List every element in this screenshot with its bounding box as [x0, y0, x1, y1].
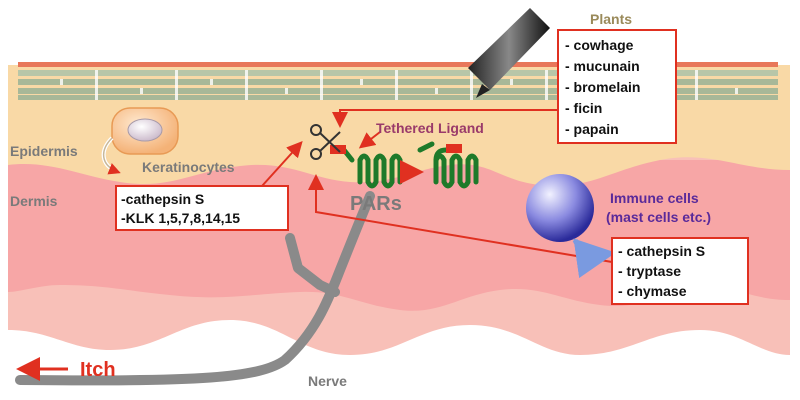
keratinocyte-protease-box [115, 185, 289, 231]
itch-label: Itch [80, 359, 116, 381]
pars-label: PARs [350, 193, 402, 215]
immune-pointer-arrow [572, 238, 616, 279]
plant-protease-4: - ficin [565, 100, 602, 116]
immune-cell-icon [526, 174, 594, 242]
tethered-ligand-label: Tethered Ligand [376, 120, 484, 136]
keratinocyte-cell-icon [111, 107, 179, 155]
protease-arrows [261, 109, 613, 263]
nerve-fiber [15, 191, 375, 386]
immune-protease-3: - chymase [618, 283, 687, 299]
immune-protease-2: - tryptase [618, 263, 681, 279]
plants-protease-box [557, 29, 677, 144]
scissors-icon [310, 124, 341, 160]
immune-cells-subtitle: (mast cells etc.) [606, 209, 711, 225]
epidermis-label: Epidermis [10, 143, 78, 159]
plant-protease-3: - bromelain [565, 79, 640, 95]
keratinocytes-label: Keratinocytes [142, 159, 235, 175]
immune-cells-title: Immune cells [610, 190, 699, 206]
dermis-label: Dermis [10, 193, 58, 209]
immune-protease-box [611, 237, 749, 305]
nerve-label: Nerve [308, 373, 347, 389]
plant-protease-2: - mucunain [565, 58, 640, 74]
keratinocyte-protease-1: -cathepsin S [121, 191, 204, 207]
plant-protease-1: - cowhage [565, 37, 634, 53]
plant-protease-5: - papain [565, 121, 619, 137]
plants-title: Plants [590, 11, 632, 27]
par-receptor-active-icon [417, 141, 479, 189]
immune-protease-1: - cathepsin S [618, 243, 705, 259]
spicule-needle-icon [468, 8, 550, 98]
keratinocyte-protease-2: -KLK 1,5,7,8,14,15 [121, 210, 240, 226]
